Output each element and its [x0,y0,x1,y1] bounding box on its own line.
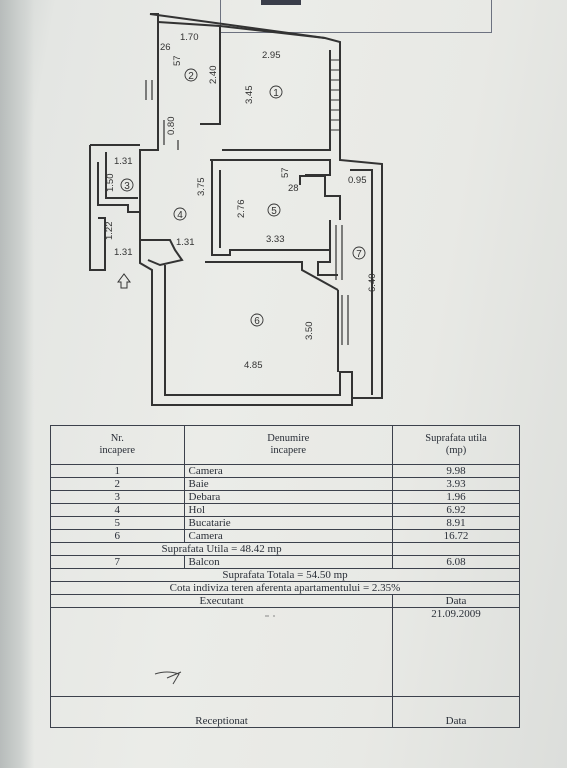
suprafata-totala: Suprafata Totala = 54.50 mp [50,568,520,582]
room-7-label: 7 [356,249,362,260]
header-nr-1: Nr. [110,433,124,444]
row-area: 3.93 [392,477,520,491]
room-5-circle [267,203,281,217]
dim-2-95: 2.95 [262,50,281,61]
row-name: Bucatarie [183,516,394,530]
executant-row: Executant Data [49,594,520,608]
cota-indiviza: Cota indiviza teren aferenta apartamentu… [50,581,520,595]
header-name-1: Denumire [267,433,310,444]
dim-1-31-left: 1.31 [114,247,133,258]
dim-2-76: 2.76 [236,200,247,219]
dim-1-31-right: 1.31 [176,237,195,248]
dim-3-33: 3.33 [266,234,285,245]
dim-1-31-top: 1.31 [114,156,133,167]
executant-label: Executant [49,594,394,608]
dim-3-50: 3.50 [304,322,315,341]
dim-1-50: 1.50 [105,174,116,193]
dim-57a: 57 [172,55,183,66]
row-name: Baie [183,477,394,491]
room-2-circle [184,68,198,82]
cota-row: Cota indiviza teren aferenta apartamentu… [50,581,520,595]
room-6-label: 6 [254,316,260,327]
balcon-name: Balcon [183,555,394,569]
dim-57b: 57 [280,167,291,178]
row-nr: 4 [50,503,185,517]
top-header-strip [220,0,492,33]
floor-plan: 1.70 26 2.95 57 2.40 3.45 0.80 1.31 1.50… [89,13,383,406]
dim-4-85: 4.85 [244,360,263,371]
room-3-circle [120,178,134,192]
data-label-2: Data [392,696,520,728]
dim-3-75: 3.75 [196,178,207,197]
header-area-2: (mp) [445,445,467,456]
dim-3-45: 3.45 [244,86,255,105]
row-name: Camera [183,464,394,478]
dim-2-40: 2.40 [208,66,219,85]
signature-row: 21.09.2009 [49,607,520,697]
row-name: Hol [183,503,394,517]
dim-0-95: 0.95 [348,175,367,186]
row-area: 9.98 [392,464,520,478]
dim-0-80: 0.80 [166,117,177,136]
dim-26: 26 [160,42,171,53]
dim-28: 28 [288,183,299,194]
room-4-label: 4 [177,210,183,221]
room-1-circle [269,85,283,99]
header-name-2: incapere [270,445,307,456]
row-name: Debara [183,490,394,504]
row-nr: 1 [50,464,185,478]
suprafata-utila-row: Suprafata Utila = 48.42 mp [49,542,520,556]
dim-1-70: 1.70 [180,32,199,43]
room-6-circle [250,313,264,327]
row-nr: 3 [50,490,185,504]
plan-walls [89,13,383,406]
data-label: Data [392,594,520,608]
room-3-label: 3 [124,181,130,192]
room-7-circle [352,246,366,260]
dim-1-22: 1.22 [104,222,115,241]
balcon-area: 6.08 [392,555,520,569]
row-area: 6.92 [392,503,520,517]
dim-6-40: 6.40 [367,274,378,293]
row-nr: 6 [50,529,185,543]
room-4-circle [173,207,187,221]
receptionat-row: Receptionat Data [49,696,520,728]
date-value: 21.09.2009 [392,607,520,697]
header-area-1: Suprafata utila [425,433,487,444]
suprafata-totala-row: Suprafata Totala = 54.50 mp [50,568,520,582]
room-1-label: 1 [273,88,279,99]
page-spine-shadow [0,0,34,768]
row-area: 1.96 [392,490,520,504]
room-2-label: 2 [188,71,194,82]
row-name: Camera [183,529,394,543]
header-nr-2: incapere [99,445,136,456]
room-5-label: 5 [271,206,277,217]
balcon-nr: 7 [50,555,185,569]
executant-signature-area [49,607,394,697]
row-area: 16.72 [392,529,520,543]
suprafata-utila: Suprafata Utila = 48.42 mp [49,542,394,556]
row-area: 8.91 [392,516,520,530]
row-nr: 2 [50,477,185,491]
receptionat-label: Receptionat [49,696,394,728]
row-nr: 5 [50,516,185,530]
signature-scribble [154,615,275,685]
